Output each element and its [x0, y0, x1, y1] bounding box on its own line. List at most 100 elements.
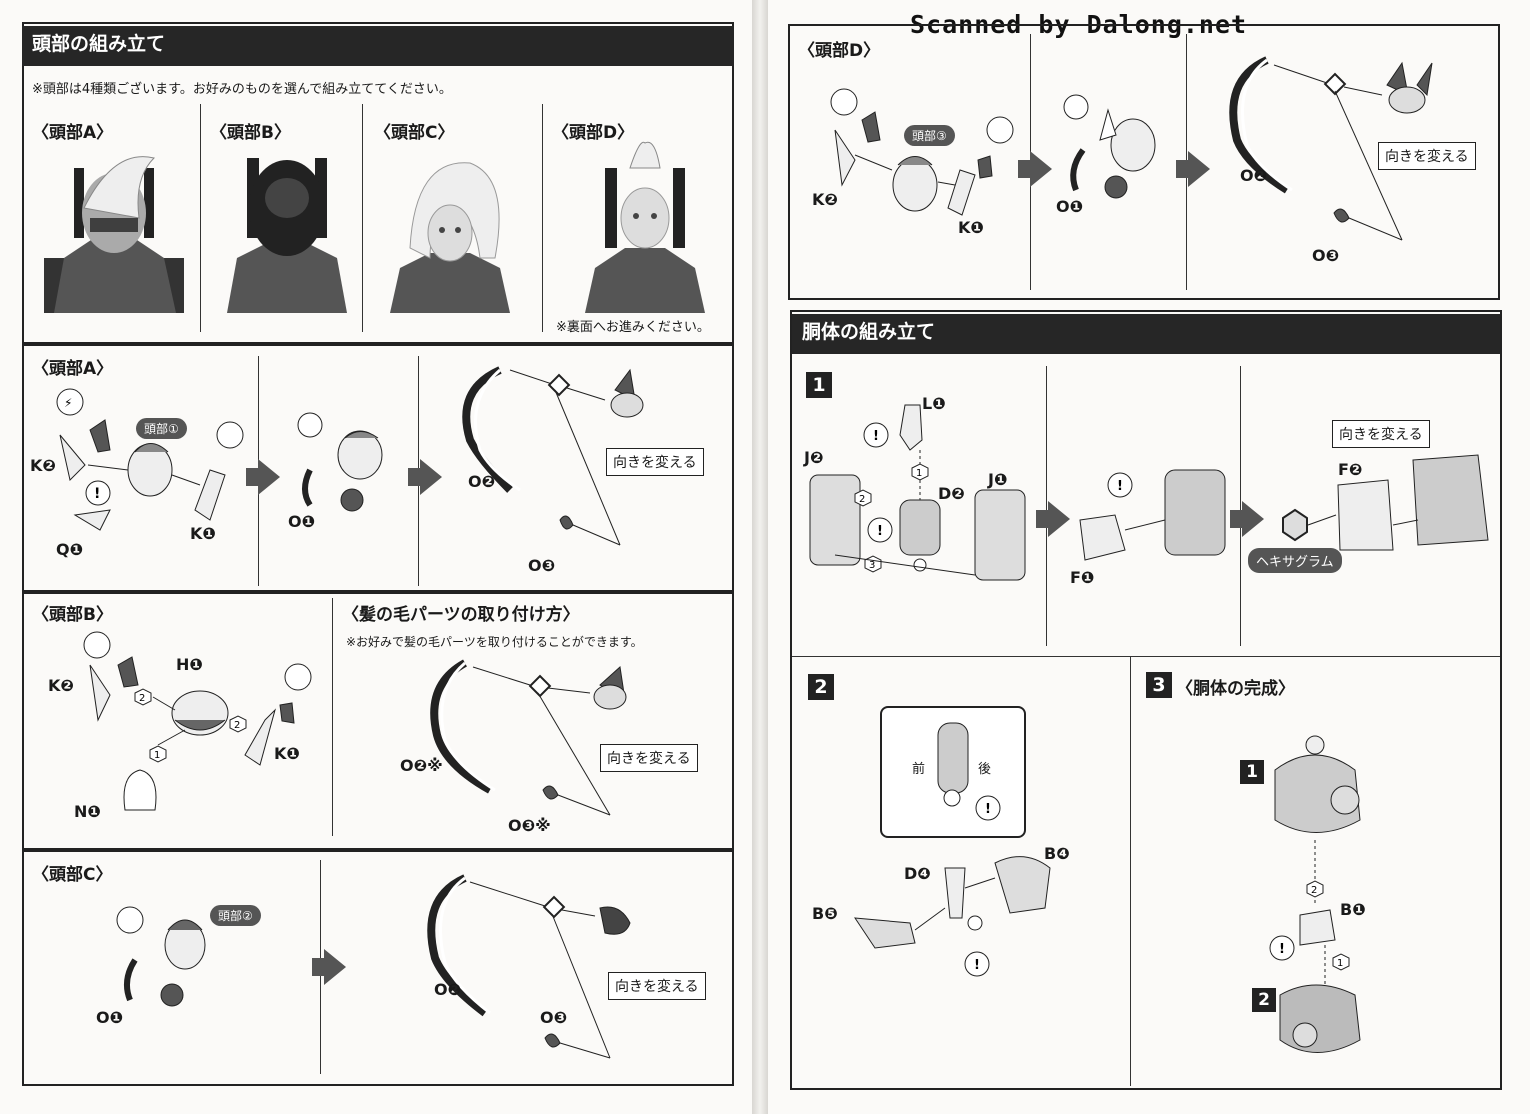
- head-c-hair-diagram: [427, 874, 631, 1059]
- step-2-number: 2: [808, 674, 834, 700]
- step3-diagram: 2 ! 1: [1269, 735, 1361, 1053]
- front-label: 前: [912, 762, 926, 777]
- head-d-panel: [788, 24, 1500, 300]
- head-b-part-n1: N❶: [74, 802, 101, 821]
- svg-text:2: 2: [234, 720, 240, 731]
- step-arrow: [312, 958, 326, 976]
- head-d-step2: [1063, 94, 1156, 199]
- continue-note: ※裏面へお進みください。: [556, 320, 710, 335]
- divider: [1046, 366, 1047, 646]
- section-title-head: 頭部の組み立て: [22, 26, 734, 66]
- step3-title: 〈胴体の完成〉: [1176, 679, 1295, 699]
- head-a-photo: [44, 156, 184, 313]
- step-arrow: [1176, 160, 1190, 178]
- head-b-part-k2: K❷: [48, 676, 74, 695]
- step1-part-l1: L❶: [922, 394, 946, 413]
- head-a-step2: [297, 412, 383, 512]
- svg-text:!: !: [94, 486, 100, 502]
- variant-label-d: 〈頭部D〉: [552, 123, 635, 143]
- svg-text:!: !: [877, 524, 883, 539]
- svg-text:!: !: [1117, 479, 1123, 494]
- step-arrow: [246, 468, 260, 486]
- back-label: 後: [978, 762, 992, 777]
- variant-label-c: 〈頭部C〉: [374, 123, 455, 143]
- hair-diagram: [430, 659, 627, 816]
- head-a-part-k2: K❷: [30, 456, 56, 475]
- head-variants-panel: [22, 22, 734, 344]
- head-a-diagram: ⚡ !: [56, 388, 244, 531]
- intro-note: ※頭部は4種類ございます。お好みのものを選んで組み立ててください。: [32, 82, 452, 97]
- svg-text:1: 1: [154, 750, 160, 761]
- step-3-number: 3: [1146, 672, 1172, 698]
- head-d-part-k1: K❶: [958, 218, 984, 237]
- svg-text:1: 1: [1337, 958, 1343, 969]
- step1-part-f1: F❶: [1070, 568, 1095, 587]
- step1-part-f2: F❷: [1338, 460, 1363, 479]
- head-a-hair-diagram: [462, 366, 644, 546]
- step-arrow-icon: [1188, 151, 1210, 187]
- head-b-part-h1: H❶: [176, 655, 203, 674]
- head-d-part-o1: O❶: [1056, 197, 1084, 216]
- head-a-part-o3: O❸: [528, 556, 556, 575]
- head-a-panel: [22, 344, 734, 592]
- variant-label-a: 〈頭部A〉: [32, 123, 114, 143]
- head-c-diagram: [116, 906, 206, 1007]
- divider: [200, 104, 201, 332]
- step-arrow: [408, 468, 422, 486]
- svg-text:2: 2: [1311, 885, 1317, 896]
- step1-sub2: !: [1079, 469, 1226, 561]
- head-c-photo: [390, 162, 510, 313]
- divider: [1240, 366, 1241, 646]
- head-d-part-o3: O❸: [1312, 246, 1340, 265]
- svg-text:⚡: ⚡: [64, 396, 72, 410]
- head-c-pill: 頭部②: [210, 905, 261, 926]
- head-d-photo: [585, 141, 705, 313]
- hair-note: ※お好みで髪の毛パーツを取り付けることができます。: [346, 635, 643, 649]
- head-c-part-o1: O❶: [96, 1008, 124, 1027]
- head-d-title: 〈頭部D〉: [798, 41, 881, 61]
- step2-part-b5: B❺: [812, 904, 838, 923]
- head-d-turn-note: 向きを変える: [1378, 142, 1476, 170]
- step2-diagram: ! !: [854, 722, 1051, 977]
- step1-diagram: ! 1 2 ! 3: [809, 404, 1026, 581]
- step-1-number: 1: [806, 372, 832, 398]
- divider: [362, 104, 363, 332]
- svg-text:!: !: [873, 429, 879, 444]
- step1-sub3: [1282, 454, 1489, 551]
- svg-text:3: 3: [869, 560, 875, 571]
- step-arrow: [1230, 510, 1244, 528]
- variant-label-b: 〈頭部B〉: [210, 123, 291, 143]
- step-arrow: [1018, 160, 1032, 178]
- step-arrow-icon: [420, 459, 442, 495]
- step-arrow-icon: [1242, 501, 1264, 537]
- step-arrow-icon: [324, 949, 346, 985]
- svg-text:2: 2: [859, 494, 865, 505]
- head-d-hair-diagram: [1229, 56, 1433, 241]
- hair-part-o3: O❸※: [508, 816, 551, 835]
- step2-part-b4: B❹: [1044, 844, 1070, 863]
- head-c-title: 〈頭部C〉: [32, 865, 113, 885]
- svg-text:!: !: [985, 802, 991, 817]
- step1-part-j2: J❷: [804, 448, 824, 467]
- step-arrow-icon: [258, 459, 280, 495]
- hair-part-o2: O❷※: [400, 756, 443, 775]
- divider: [332, 598, 333, 836]
- head-c-turn-note: 向きを変える: [608, 972, 706, 1000]
- divider: [1130, 656, 1131, 1086]
- head-b-panel: [22, 592, 734, 850]
- head-b-part-k1: K❶: [274, 744, 300, 763]
- head-d-diagram: [830, 88, 1014, 216]
- divider: [792, 656, 1500, 657]
- body-panel: [790, 310, 1502, 1090]
- head-a-part-o1: O❶: [288, 512, 316, 531]
- svg-text:1: 1: [916, 468, 922, 479]
- svg-text:!: !: [974, 958, 980, 973]
- divider: [542, 104, 543, 332]
- head-a-part-o2: O❷: [468, 472, 496, 491]
- svg-text:2: 2: [139, 693, 145, 704]
- head-b-photo: [227, 158, 347, 313]
- step-arrow: [1036, 510, 1050, 528]
- head-d-pill: 頭部③: [904, 125, 955, 146]
- head-a-part-k1: K❶: [190, 524, 216, 543]
- head-a-title: 〈頭部A〉: [32, 359, 114, 379]
